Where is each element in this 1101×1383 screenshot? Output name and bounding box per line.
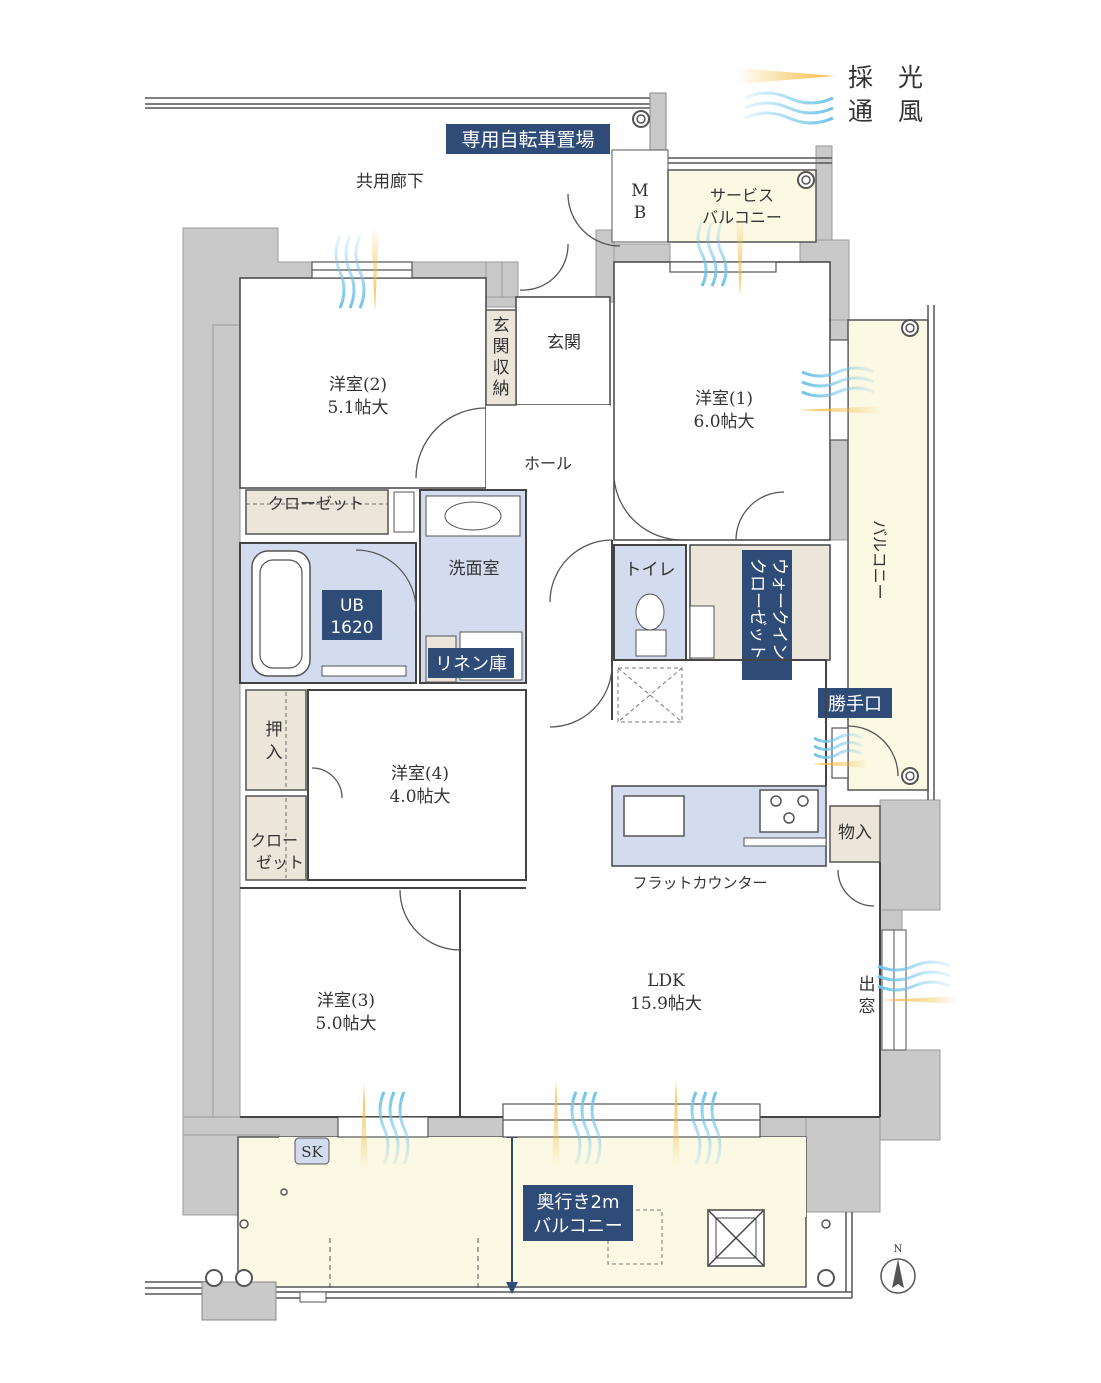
mb-label-2: B <box>634 203 647 223</box>
sk-label: SK <box>301 1143 323 1161</box>
light-legend-icon <box>738 68 835 84</box>
closet2-label-2: ゼット <box>256 853 304 872</box>
room1-label-1: 洋室(1) <box>695 389 753 409</box>
main-balcony-label-1: 奥行き2m <box>537 1192 620 1213</box>
fridge-space <box>617 667 683 723</box>
airflow-indicators <box>334 218 958 1168</box>
ub-label-1: UB <box>340 596 364 616</box>
room2-label-2: 5.1帖大 <box>327 398 388 418</box>
service-balcony-label-1: サービス <box>710 186 774 205</box>
closet-area <box>245 489 389 535</box>
hall-label: ホール <box>524 454 572 473</box>
legend-light-label: 採 光 <box>848 63 923 92</box>
entrance-storage <box>485 309 517 406</box>
legend: 採 光 通 風 <box>738 63 923 126</box>
entrance-storage-label-2: 関 <box>493 337 510 357</box>
wash-basin <box>425 495 521 537</box>
sk-sink <box>294 1137 330 1165</box>
drain-icon <box>632 110 650 128</box>
bay-window-label-2: 窓 <box>859 997 876 1017</box>
oshiire-label-2: 入 <box>266 743 283 763</box>
room4-area <box>307 689 527 881</box>
entrance-storage-label-1: 玄 <box>493 316 510 336</box>
storage-area <box>829 805 881 863</box>
room3-label-1: 洋室(3) <box>317 991 375 1011</box>
main-balcony-label-2: バルコニー <box>533 1216 623 1237</box>
entrance-storage-label-4: 納 <box>493 379 510 399</box>
wind-legend-icon <box>744 91 834 125</box>
bay-window-label-1: 出 <box>859 975 876 995</box>
room1-label-2: 6.0帖大 <box>693 412 754 432</box>
main-balcony-label-box <box>523 1185 633 1241</box>
back-door-label: 勝手口 <box>828 694 882 715</box>
entrance-storage-label-3: 収 <box>493 358 510 378</box>
walkin-label-box <box>742 550 792 680</box>
closet2-area <box>245 795 307 881</box>
corridor-label: 共用廊下 <box>356 172 424 192</box>
bathtub <box>251 550 311 677</box>
walkin-label-1: ウォークイン <box>769 558 789 660</box>
oshiire-area <box>245 689 307 791</box>
toilet-label: トイレ <box>625 560 676 580</box>
room1-area <box>613 261 831 541</box>
oshiire-label-1: 押 <box>266 720 283 740</box>
walkin-label-2: クローゼット <box>747 558 767 660</box>
linen-label-box <box>428 648 514 678</box>
corridor-pillar <box>649 92 667 154</box>
room4-label-1: 洋室(4) <box>391 764 449 784</box>
entrance-label: 玄関 <box>547 333 581 353</box>
back-door-box <box>818 688 892 718</box>
entrance-area <box>515 296 611 406</box>
closet-label: クローゼット <box>268 494 364 513</box>
bicycle-parking-label: 専用自転車置場 <box>461 129 594 151</box>
legend-wind-label: 通 風 <box>848 97 923 126</box>
room2-label-1: 洋室(2) <box>329 375 387 395</box>
ldk-label-1: LDK <box>647 971 685 991</box>
ub-label-box <box>322 590 382 640</box>
linen-label: リネン庫 <box>435 654 507 675</box>
mb-label-1: M <box>631 181 648 201</box>
stove <box>759 789 819 833</box>
north-label: N <box>894 1244 903 1255</box>
door-swings <box>311 193 899 951</box>
rooms <box>239 261 831 545</box>
flat-counter-label: フラットカウンター <box>632 874 767 892</box>
north-compass-icon: N <box>880 1244 916 1294</box>
room3-label-2: 5.0帖大 <box>315 1014 376 1034</box>
storage-label: 物入 <box>838 823 872 843</box>
ub-label-2: 1620 <box>330 618 373 638</box>
ldk-label-2: 15.9帖大 <box>630 994 702 1014</box>
bicycle-parking-box <box>446 124 610 154</box>
kitchen-sink <box>623 795 685 837</box>
closet2-label-1: クロー <box>250 831 298 850</box>
side-balcony-label: バルコニー <box>870 520 889 600</box>
corridor-rail <box>145 97 652 109</box>
washroom-label: 洗面室 <box>449 559 500 579</box>
room4-label-2: 4.0帖大 <box>389 787 450 807</box>
room2-area <box>239 277 487 489</box>
